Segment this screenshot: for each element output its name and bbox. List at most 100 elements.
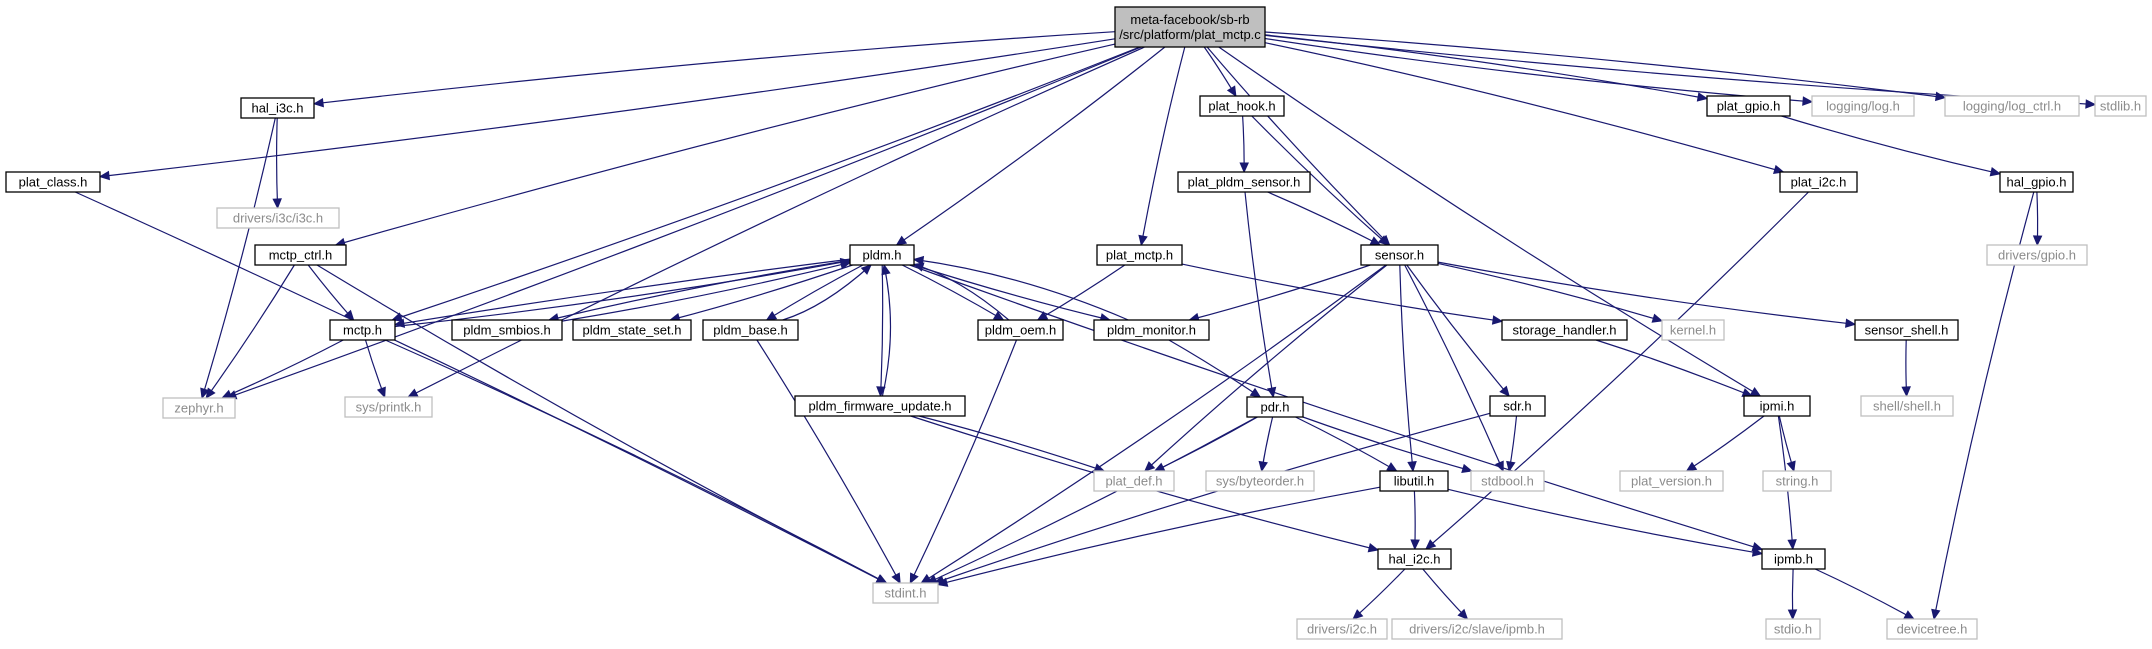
edge-sensor_h-to-kernel_h — [1437, 262, 1663, 322]
node-label: shell/shell.h — [1873, 399, 1941, 414]
arrowhead-plat_mctp_c-to-plat_mctp_h — [1138, 234, 1148, 247]
edge-pldm_smbios_h-to-pldm_h — [561, 262, 851, 322]
node-box — [1199, 95, 1285, 117]
node-box — [1619, 470, 1724, 492]
node-sensor-h[interactable]: sensor.h — [1360, 244, 1439, 266]
node-box — [1096, 244, 1183, 266]
node-box — [794, 395, 966, 417]
edge-sensor_h-to-sdr_h — [1406, 264, 1510, 397]
node-label: string.h — [1776, 474, 1819, 489]
node-box — [216, 207, 340, 229]
node-box — [849, 244, 915, 266]
node-mctp-h[interactable]: mctp.h — [329, 319, 396, 341]
edge-plat_mctp_c-to-plat_i2c_h — [1264, 42, 1784, 173]
node-label: stdbool.h — [1481, 474, 1534, 489]
node-pdr-h[interactable]: pdr.h — [1246, 396, 1304, 418]
node-label: logging/log.h — [1826, 99, 1900, 114]
node-pldm-monitor-h[interactable]: pldm_monitor.h — [1093, 319, 1210, 341]
node-box — [1765, 618, 1821, 640]
node-mctp-ctrl-h[interactable]: mctp_ctrl.h — [254, 244, 347, 266]
node-hal-i2c-h[interactable]: hal_i2c.h — [1377, 548, 1452, 570]
node-label: storage_handler.h — [1512, 323, 1616, 338]
node-label: plat_pldm_sensor.h — [1188, 175, 1301, 190]
edge-sensor_h-to-stdbool_h — [1404, 264, 1504, 472]
node-plat-i2c-h[interactable]: plat_i2c.h — [1779, 171, 1858, 193]
node-pldm-base-h[interactable]: pldm_base.h — [702, 319, 799, 341]
arrowhead-pdr_h-to-sys_byteorder_h — [1258, 460, 1268, 473]
arrowhead-sensor_shell_h-to-shell_shell_h — [1901, 386, 1911, 398]
arrowhead-pldm_h-to-mctp_h — [393, 318, 406, 328]
node-pldm-h[interactable]: pldm.h — [849, 244, 915, 266]
node-box — [1391, 618, 1563, 640]
node-plat-gpio-h[interactable]: plat_gpio.h — [1706, 95, 1791, 117]
arrowhead-plat_gpio_h-to-hal_gpio_h — [1989, 167, 2002, 177]
node-label: meta-facebook/sb-rb — [1130, 12, 1249, 27]
node-drivers-i2c-slave-ipmb-h: drivers/i2c/slave/ipmb.h — [1391, 618, 1563, 640]
node-sensor-shell-h[interactable]: sensor_shell.h — [1854, 319, 1959, 341]
node-drivers-gpio-h: drivers/gpio.h — [1986, 244, 2088, 266]
edge-libutil_h-to-stdint_h — [937, 486, 1381, 586]
node-libutil-h[interactable]: libutil.h — [1379, 470, 1449, 492]
node-label: /src/platform/plat_mctp.c — [1119, 27, 1261, 42]
node-label: plat_i2c.h — [1791, 175, 1847, 190]
node-pldm-oem-h[interactable]: pldm_oem.h — [977, 319, 1064, 341]
node-stdbool-h: stdbool.h — [1470, 470, 1545, 492]
node-box — [1706, 95, 1791, 117]
node-pldm-smbios-h[interactable]: pldm_smbios.h — [451, 319, 563, 341]
node-plat-mctp-c[interactable]: meta-facebook/sb-rb/src/platform/plat_mc… — [1114, 6, 1266, 48]
edge-pldm_h-to-pldm_oem_h — [901, 264, 1004, 321]
node-plat-pldm-sensor-h[interactable]: plat_pldm_sensor.h — [1177, 171, 1311, 193]
node-label: pldm_monitor.h — [1107, 323, 1196, 338]
arrowhead-pldm_smbios_h-to-pldm_h — [839, 260, 852, 270]
node-label: sdr.h — [1503, 399, 1531, 414]
edge-pldm_base_h-to-stdint_h — [756, 339, 901, 584]
node-label: stdint.h — [885, 586, 927, 601]
node-box — [1093, 470, 1175, 492]
arrowhead-plat_hook_h-to-sensor_h — [1377, 235, 1390, 246]
arrowhead-hal_i3c_h-to-drivers_i3c_i3c_h — [272, 198, 282, 210]
edge-pdr_h-to-stdint_h — [927, 416, 1258, 584]
node-sdr-h[interactable]: sdr.h — [1489, 395, 1546, 417]
arrowhead-pldm_base_h-to-stdint_h — [891, 572, 901, 585]
node-box — [1177, 171, 1311, 193]
arrowhead-sensor_h-to-plat_def_h — [1143, 461, 1156, 472]
node-box — [1886, 618, 1978, 640]
arrowhead-plat_mctp_c-to-hal_i3c_h — [312, 97, 324, 108]
node-pldm-firmware-update-h[interactable]: pldm_firmware_update.h — [794, 395, 966, 417]
node-label: ipmb.h — [1774, 552, 1813, 567]
edge-plat_hook_h-to-sensor_h — [1251, 115, 1389, 246]
node-hal-gpio-h[interactable]: hal_gpio.h — [1999, 171, 2074, 193]
edge-plat_i2c_h-to-hal_i2c_h — [1425, 191, 1809, 550]
arrowhead-plat_mctp_c-to-mctp_h — [391, 312, 403, 322]
edge-libutil_h-to-ipmb_h — [1447, 488, 1763, 555]
node-storage-handler-h[interactable]: storage_handler.h — [1501, 319, 1628, 341]
node-hal-i3c-h[interactable]: hal_i3c.h — [240, 97, 315, 119]
node-pldm-state-set-h[interactable]: pldm_state_set.h — [572, 319, 692, 341]
arrowhead-plat_i2c_h-to-hal_i2c_h — [1425, 539, 1437, 550]
edge-hal_i3c_h-to-drivers_i3c_i3c_h — [275, 117, 279, 209]
node-label: hal_i2c.h — [1388, 552, 1440, 567]
node-label: zephyr.h — [174, 401, 223, 416]
arrowhead-pdr_h-to-stdbool_h — [1461, 463, 1473, 474]
node-ipmi-h[interactable]: ipmi.h — [1743, 395, 1811, 417]
node-ipmb-h[interactable]: ipmb.h — [1761, 548, 1826, 570]
node-box — [1811, 95, 1915, 117]
node-box — [5, 171, 101, 193]
node-plat-hook-h[interactable]: plat_hook.h — [1199, 95, 1285, 117]
node-label: logging/log_ctrl.h — [1963, 99, 2061, 114]
edge-pldm_firmware_update_h-to-plat_def_h — [918, 415, 1105, 472]
edge-pldm_base_h-to-pldm_h — [782, 264, 872, 321]
arrowhead-sdr_h-to-stdbool_h — [1506, 460, 1516, 473]
edge-pdr_h-to-stdbool_h — [1302, 416, 1472, 472]
arrowhead-pldm_h-to-pldm_base_h — [765, 310, 778, 321]
node-plat-mctp-h[interactable]: plat_mctp.h — [1096, 244, 1183, 266]
node-box — [1501, 319, 1628, 341]
node-label: drivers/i2c.h — [1307, 622, 1377, 637]
node-plat-class-h[interactable]: plat_class.h — [5, 171, 101, 193]
edge-mctp_h-to-zephyr_h — [221, 339, 344, 399]
node-label: pldm.h — [862, 248, 901, 263]
node-devicetree-h: devicetree.h — [1886, 618, 1978, 640]
arrowhead-plat_mctp_c-to-plat_hook_h — [1226, 85, 1237, 98]
node-label: devicetree.h — [1897, 622, 1968, 637]
